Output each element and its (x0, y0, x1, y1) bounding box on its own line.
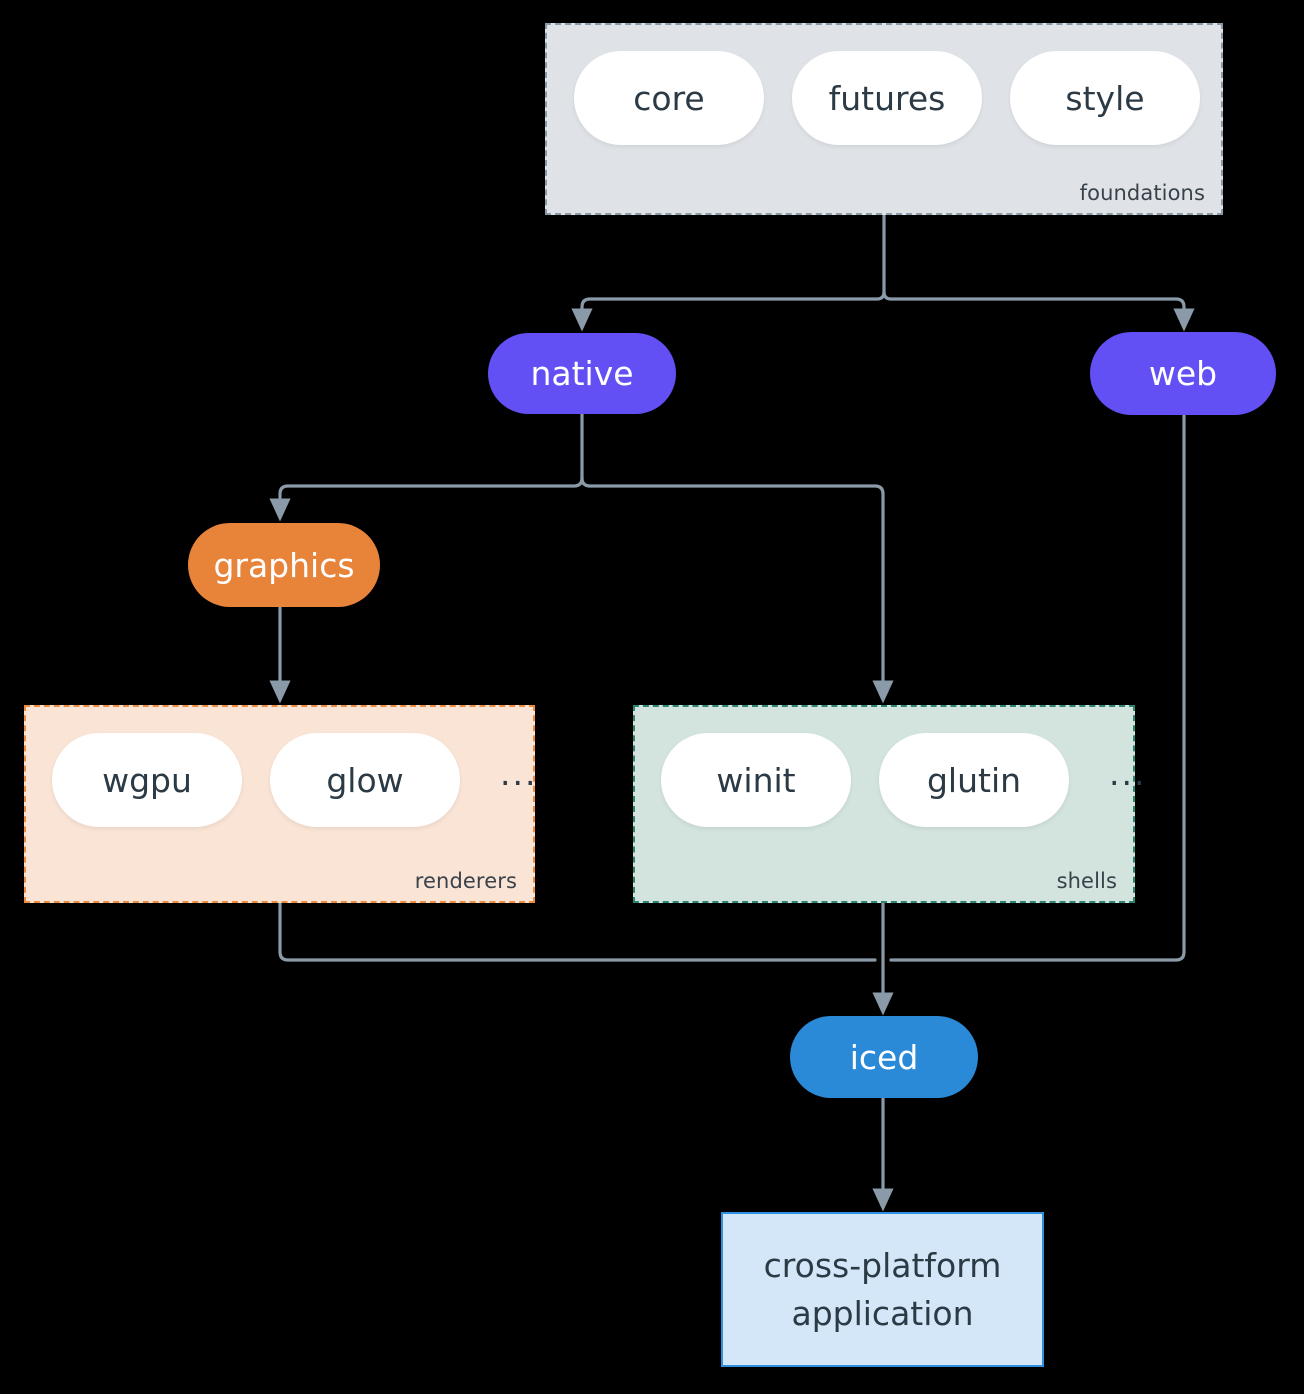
group-foundations: core futures style foundations (545, 23, 1223, 215)
renderers-more-ellipsis: ... (500, 753, 538, 793)
node-iced[interactable]: iced (790, 1016, 978, 1098)
node-native[interactable]: native (488, 333, 676, 414)
node-iced-label: iced (849, 1037, 919, 1077)
node-graphics-label: graphics (213, 545, 355, 585)
renderers-pill-row: wgpu glow ... (52, 733, 549, 827)
edge-foundations-native (571, 286, 886, 332)
edge-foundations-web (882, 290, 1195, 332)
shells-pill-row: winit glutin ... (661, 733, 1158, 827)
node-graphics[interactable]: graphics (188, 523, 380, 607)
pill-futures[interactable]: futures (792, 51, 982, 145)
group-label-renderers: renderers (414, 869, 517, 893)
foundations-pill-row: core futures style (574, 51, 1200, 145)
group-renderers: wgpu glow ... renderers (24, 705, 535, 903)
node-native-label: native (530, 354, 634, 393)
pill-winit[interactable]: winit (661, 733, 851, 827)
group-label-foundations: foundations (1079, 181, 1205, 205)
pill-glutin[interactable]: glutin (879, 733, 1069, 827)
app-box-line1: cross-platform (763, 1245, 1002, 1285)
node-web-label: web (1148, 354, 1218, 393)
shells-more-ellipsis: ... (1109, 753, 1147, 793)
group-shells: winit glutin ... shells (633, 705, 1144, 903)
edge-native-shells (580, 476, 894, 704)
pill-style[interactable]: style (1010, 51, 1200, 145)
node-web[interactable]: web (1090, 332, 1276, 415)
pill-core[interactable]: core (574, 51, 764, 145)
pill-glow[interactable]: glow (270, 733, 460, 827)
edge-renderers-iced (278, 901, 877, 962)
group-label-shells: shells (1056, 869, 1117, 893)
app-box-line2: application (791, 1293, 974, 1333)
edge-native-graphics (269, 476, 584, 522)
pill-wgpu[interactable]: wgpu (52, 733, 242, 827)
node-cross-platform-application[interactable]: cross-platform application (721, 1212, 1044, 1367)
